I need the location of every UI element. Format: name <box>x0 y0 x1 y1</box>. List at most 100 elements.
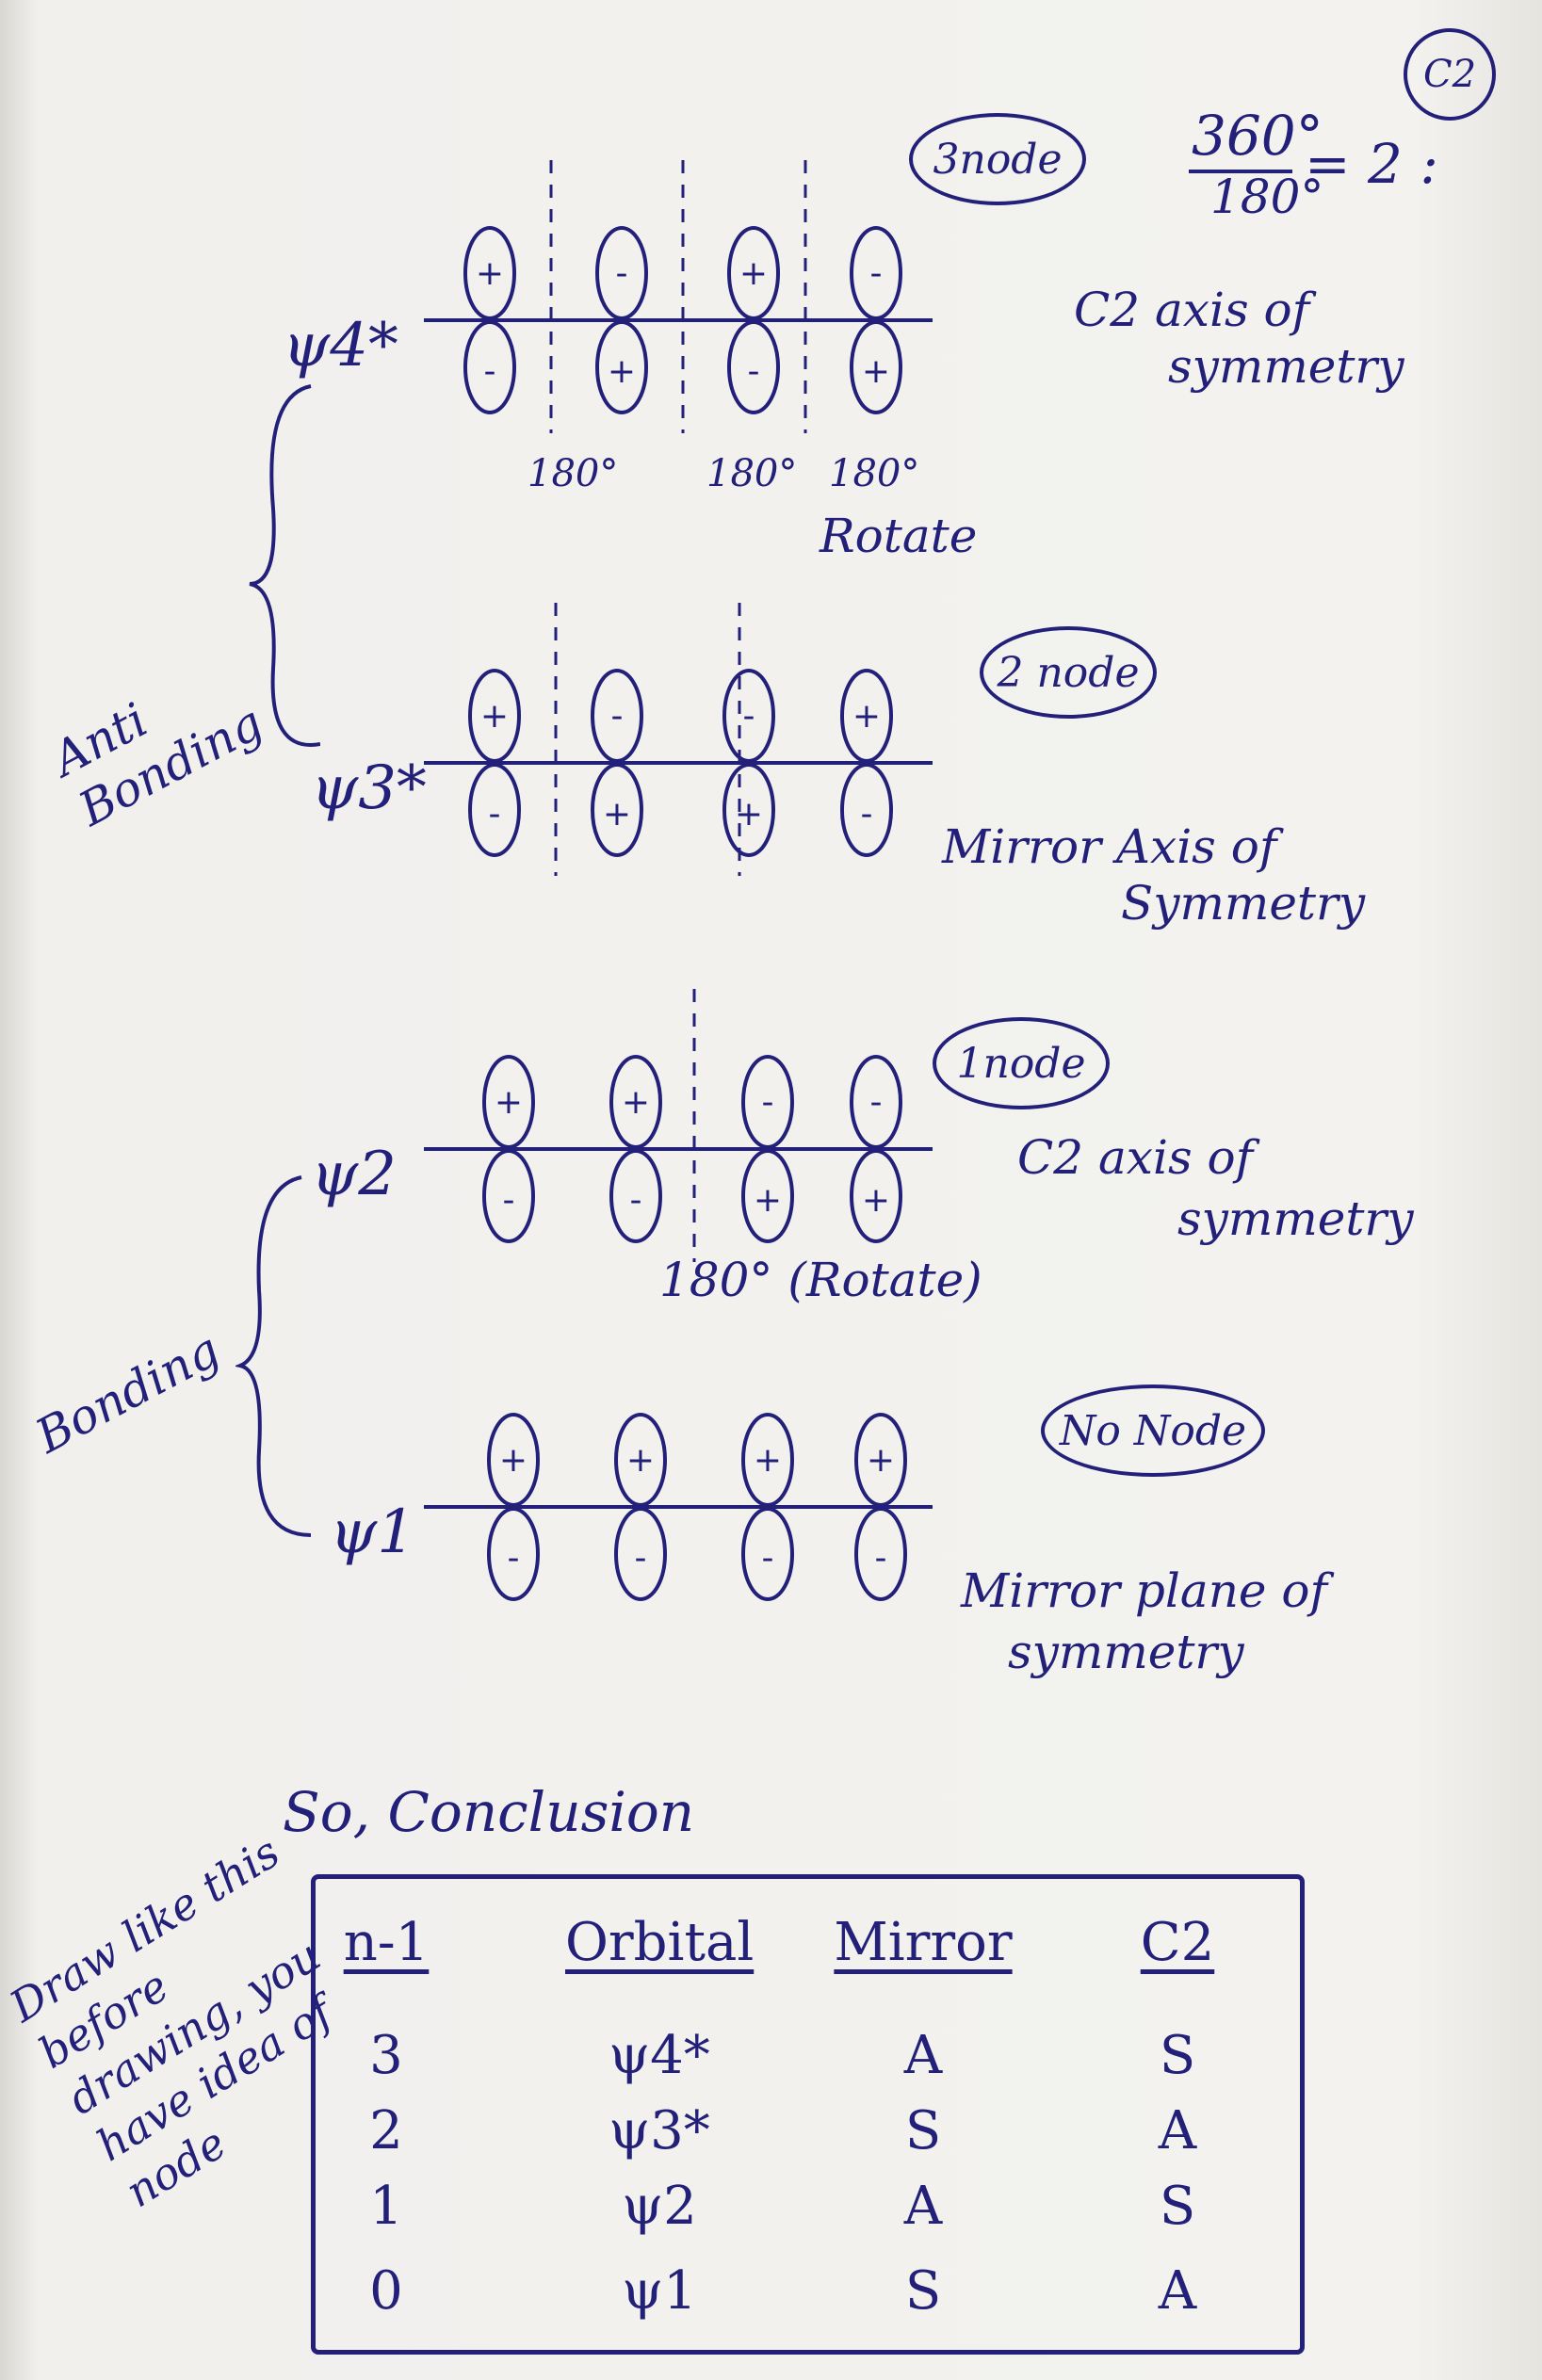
table-header: Mirror <box>834 1912 1013 1973</box>
table-cell: S <box>904 2260 942 2322</box>
p-lobe <box>482 1055 535 1149</box>
p-lobe <box>722 763 775 857</box>
lobe-sign: + <box>608 352 636 391</box>
lobe-sign: + <box>476 254 504 293</box>
rotation-angle: 180° <box>829 452 920 495</box>
lobe-sign: - <box>743 697 755 736</box>
lobe-sign: + <box>480 697 509 736</box>
lobe-sign: - <box>611 697 624 736</box>
table-header: n-1 <box>343 1912 430 1973</box>
p-lobe <box>854 1413 907 1507</box>
symmetry-note: Mirror plane of <box>961 1563 1327 1618</box>
p-lobe <box>741 1413 794 1507</box>
p-lobe <box>463 226 516 320</box>
p-lobe <box>487 1507 540 1601</box>
table-cell: S <box>1159 2176 1196 2237</box>
p-lobe <box>482 1149 535 1243</box>
lobe-sign: - <box>748 352 760 391</box>
lobe-sign: + <box>754 1441 782 1480</box>
bonding-label: Bonding <box>26 1321 229 1465</box>
psi-label: ψ4* <box>283 311 398 380</box>
psi-label: ψ3* <box>311 753 427 823</box>
table-cell: 3 <box>369 2025 403 2086</box>
p-lobe <box>463 320 516 414</box>
p-lobe <box>487 1413 540 1507</box>
lobe-sign: + <box>603 795 631 834</box>
node-count-note: No Node <box>1041 1384 1265 1477</box>
lobe-sign: - <box>635 1539 647 1578</box>
lobe-sign: + <box>867 1441 895 1480</box>
lobe-sign: + <box>499 1441 528 1480</box>
p-lobe <box>595 226 648 320</box>
lobe-sign: - <box>870 254 883 293</box>
p-lobe <box>840 763 893 857</box>
p-lobe <box>741 1507 794 1601</box>
symmetry-note: C2 axis of <box>1074 283 1310 337</box>
symmetry-note-cont: Symmetry <box>1121 876 1366 931</box>
lobe-sign: + <box>495 1083 523 1122</box>
p-lobe <box>614 1507 667 1601</box>
lobe-sign: - <box>762 1083 774 1122</box>
p-lobe <box>468 763 521 857</box>
table-cell: ψ4* <box>609 2025 710 2086</box>
table-cell: ψ3* <box>609 2100 710 2161</box>
symmetry-note-cont: symmetry <box>1008 1625 1244 1679</box>
p-lobe <box>591 669 643 763</box>
lobe-sign: - <box>489 795 501 834</box>
table-header: C2 <box>1140 1912 1215 1973</box>
psi-label: ψ1 <box>330 1498 415 1567</box>
rotation-angle: 180° <box>528 452 619 495</box>
lobe-sign: + <box>862 352 890 391</box>
corner-label: C2 <box>1404 28 1496 121</box>
p-lobe <box>591 763 643 857</box>
table-cell: 2 <box>369 2100 403 2161</box>
p-lobe <box>840 669 893 763</box>
table-cell: S <box>1159 2025 1196 2086</box>
lobe-sign: - <box>484 352 496 391</box>
lobe-sign: - <box>503 1181 515 1220</box>
p-lobe <box>609 1055 662 1149</box>
lobe-sign: - <box>508 1539 520 1578</box>
conclusion-label: So, Conclusion <box>283 1780 695 1844</box>
lobe-sign: - <box>875 1539 887 1578</box>
lobe-sign: + <box>622 1083 650 1122</box>
p-lobe <box>727 320 780 414</box>
rotation-angle: 180° <box>706 452 798 495</box>
lobe-sign: + <box>739 254 768 293</box>
rotate-note: Rotate <box>820 509 978 563</box>
symmetry-note-cont: symmetry <box>1168 339 1404 394</box>
lobe-sign: - <box>861 795 873 834</box>
p-lobe <box>850 320 902 414</box>
p-lobe <box>850 1149 902 1243</box>
lobe-sign: - <box>870 1083 883 1122</box>
table-cell: ψ2 <box>622 2176 697 2237</box>
antibonding-brace <box>249 384 320 747</box>
conclusion-table <box>311 1874 1305 2355</box>
lobe-sign: - <box>762 1539 774 1578</box>
p-lobe <box>850 226 902 320</box>
p-lobe <box>850 1055 902 1149</box>
lobe-sign: + <box>862 1181 890 1220</box>
bonding-brace <box>235 1175 311 1537</box>
node-count-note: 1node <box>933 1017 1110 1109</box>
p-lobe <box>614 1413 667 1507</box>
p-lobe <box>854 1507 907 1601</box>
table-cell: ψ1 <box>622 2260 697 2322</box>
fraction-numerator: 360° <box>1192 104 1323 168</box>
p-lobe <box>468 669 521 763</box>
psi-label: ψ2 <box>311 1140 397 1209</box>
p-lobe <box>722 669 775 763</box>
fraction-bar <box>1189 170 1292 173</box>
rotate-note: 180° (Rotate) <box>659 1253 982 1307</box>
lobe-sign: + <box>754 1181 782 1220</box>
symmetry-note: C2 axis of <box>1017 1130 1254 1185</box>
p-lobe <box>741 1149 794 1243</box>
lobe-sign: + <box>626 1441 655 1480</box>
table-cell: 1 <box>369 2176 403 2237</box>
table-cell: S <box>904 2100 942 2161</box>
table-header: Orbital <box>565 1912 755 1973</box>
table-cell: A <box>903 2176 943 2237</box>
lobe-sign: - <box>616 254 628 293</box>
node-count-note: 2 node <box>980 626 1157 719</box>
